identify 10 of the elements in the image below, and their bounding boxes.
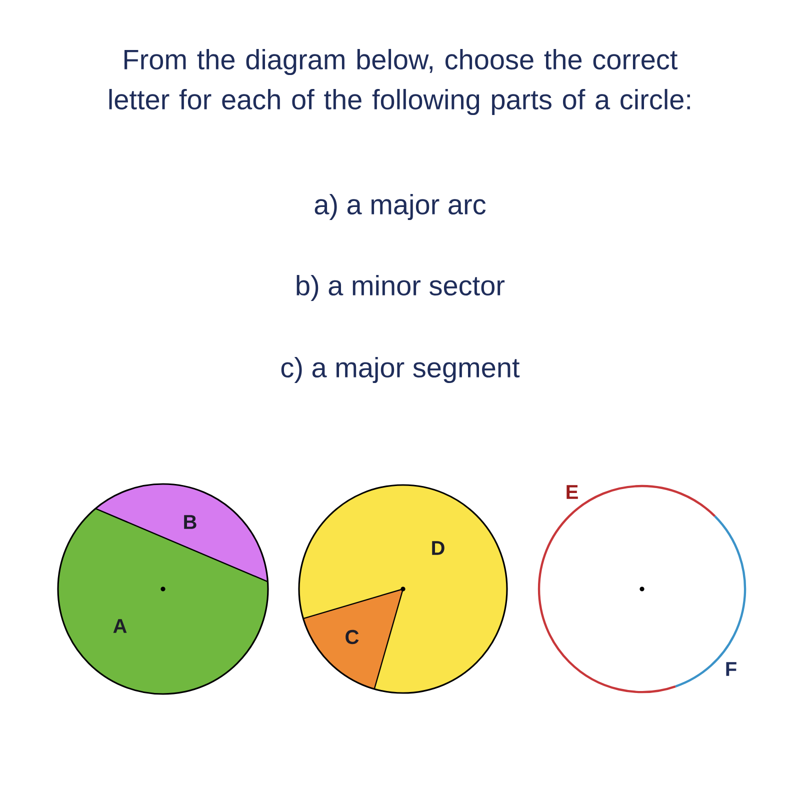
question-item: b) a minor sector	[296, 274, 505, 302]
letter-label: A	[113, 619, 127, 633]
letter-label: D	[432, 541, 444, 555]
letter-label: E	[566, 485, 578, 499]
letter-label: F	[726, 662, 736, 676]
question-text: From the diagram below, choose the correct letter for each of the following parts of a circle:	[109, 48, 690, 116]
question-item: c) a major segment	[281, 356, 520, 384]
letter-label: B	[184, 515, 196, 529]
letter-label: C	[346, 630, 359, 644]
question-item: a) a major arc	[314, 194, 486, 220]
